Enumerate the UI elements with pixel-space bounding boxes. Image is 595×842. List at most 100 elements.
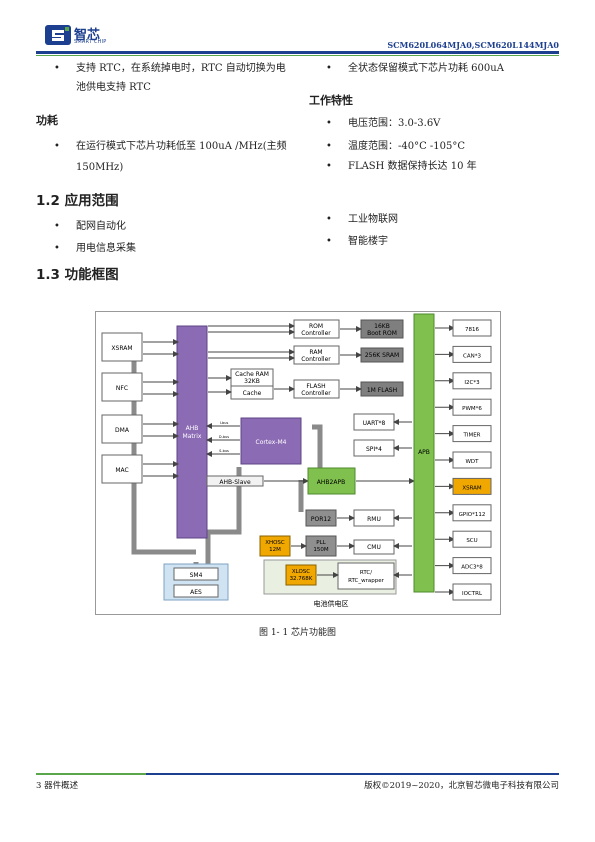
peripheral-label: GPIO*112: [459, 512, 486, 518]
peripheral-block: [452, 477, 492, 495]
peripheral-block: [452, 557, 492, 575]
bullet-rtc-cont: 池供电支持 RTC: [76, 82, 151, 93]
memory-arrows: [208, 323, 362, 395]
bullet-voltage: 电压范围：3.0-3.6V: [326, 113, 441, 134]
peripheral-label: CAN*3: [463, 353, 481, 359]
por-label: POR12: [311, 516, 331, 523]
company-logo: 智芯 SMART CHIP: [45, 24, 135, 46]
peripheral-block: [452, 372, 492, 390]
bullet-text: 智能楼宇: [348, 236, 388, 247]
peripheral-label: TIMER: [462, 433, 480, 439]
bullet-text: 工业物联网: [348, 214, 398, 225]
memory-blocks: [360, 319, 404, 397]
ahb2apb: [307, 467, 356, 495]
logo-mark-icon: [45, 25, 71, 45]
section-title-1-3: 1.3 功能框图: [36, 267, 119, 283]
apb-bus: [413, 313, 435, 593]
op-heading: 工作特性: [309, 94, 353, 107]
power-heading: 功耗: [36, 114, 58, 127]
master-xsram: XSRAM: [111, 345, 132, 352]
peripheral-label: SCU: [466, 538, 477, 544]
peripheral-label: WDT: [465, 459, 479, 465]
ahb2apb-label: AHB2APB: [317, 479, 345, 486]
section-title-1-2: 1.2 应用范围: [36, 193, 119, 209]
sram: 256K SRAM: [365, 352, 399, 359]
ahb-slave-label: AHB-Slave: [219, 479, 251, 486]
ahb-slave: [206, 475, 264, 487]
peripheral-label: 7816: [465, 327, 479, 333]
bullet-rtc: 支持 RTC，在系统掉电时，RTC 自动切换为电: [54, 58, 286, 79]
apb-label: APB: [418, 449, 430, 456]
peripheral-label: XSRAM: [462, 485, 482, 491]
rtc-label: RTC/RTC_wrapper: [348, 570, 385, 584]
bullet-text: 用电信息采集: [76, 243, 136, 254]
xlosc-block: [285, 564, 317, 586]
cortex-m4: [240, 417, 302, 465]
bullet-text: 支持 RTC，在系统掉电时，RTC 自动切换为电: [76, 63, 286, 74]
header-rule-blue: [36, 51, 559, 54]
peripheral-block: [452, 398, 492, 416]
footer-rule-green: [36, 773, 146, 775]
peripheral-block: [452, 530, 492, 548]
pll-block: [305, 535, 337, 557]
peripheral-label: ADC3*8: [461, 565, 483, 571]
peripheral-block: [452, 504, 492, 522]
peripheral-block: [452, 319, 492, 337]
peripheral-block: [452, 583, 492, 601]
logo-text-en: SMART CHIP: [74, 39, 107, 45]
flash-memory: 1M FLASH: [367, 387, 397, 394]
bullet-power-cont: 150MHz): [76, 162, 124, 173]
ahb-matrix: [176, 325, 208, 539]
bullet-text: 全状态保留模式下芯片功耗 600uA: [348, 63, 504, 74]
bullet-text: FLASH 数据保持长达 10 年: [348, 161, 477, 172]
uart-label: UART*8: [363, 420, 386, 427]
logo-text-cn: 智芯: [74, 28, 101, 43]
xhosc-block: [259, 535, 291, 557]
master-arrows: [143, 339, 179, 479]
bullet-text: 电压范围：3.0-3.6V: [348, 118, 441, 129]
ibus-label: I-bus: [220, 421, 229, 425]
master-mac: MAC: [115, 467, 128, 474]
sm4-block: [173, 567, 219, 581]
footer-section: 3 器件概述: [36, 781, 79, 791]
bullet-temp: 温度范围：-40°C -105°C: [326, 136, 466, 157]
bullet-flash: FLASH 数据保持长达 10 年: [326, 156, 477, 177]
figure-caption: 图 1- 1 芯片功能图: [258, 628, 337, 638]
aes-label: AES: [190, 589, 202, 596]
aes-block: [173, 584, 219, 598]
bus-lines: [131, 342, 324, 572]
por-block: [305, 509, 337, 527]
master-blocks: [101, 332, 143, 484]
cpu-bus-arrows: [206, 423, 240, 457]
app-item: 智能楼宇: [326, 231, 388, 252]
cache: Cache: [243, 390, 262, 397]
app-item: 工业物联网: [326, 209, 398, 230]
sm4-label: SM4: [190, 572, 203, 579]
bullet-power: 在运行模式下芯片功耗低至 100uA /MHz(主频: [54, 136, 287, 157]
peripheral-label: IOCTRL: [462, 591, 483, 597]
bullet-text: 温度范围：-40°C -105°C: [348, 141, 466, 152]
master-dma: DMA: [115, 427, 130, 434]
peripheral-block: [452, 425, 492, 443]
app-item: 用电信息采集: [54, 238, 136, 259]
rmu-label: RMU: [367, 516, 381, 523]
peripheral-block: [452, 451, 492, 469]
peripheral-label: I2C*3: [464, 380, 480, 386]
battery-domain-label: 电池供电区: [314, 599, 349, 608]
dbus-label: D-bus: [219, 435, 229, 439]
sbus-label: S-bus: [219, 449, 229, 453]
cmu-label: CMU: [367, 544, 381, 551]
app-item: 配网自动化: [54, 216, 126, 237]
rtc-block: [337, 562, 395, 590]
peripheral-label: PWM*6: [462, 406, 482, 412]
